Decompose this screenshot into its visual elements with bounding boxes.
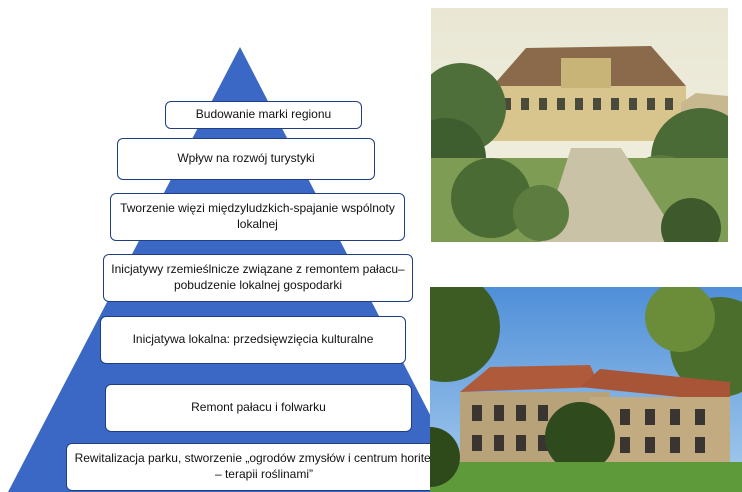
pyramid-level-7-label: Rewitalizacja parku, stworzenie „ogrodów… <box>74 451 454 481</box>
pyramid-level-5-label: Inicjatywa lokalna: przedsięwzięcia kult… <box>132 332 374 347</box>
pyramid-level-3-label: Tworzenie więzi międzyludzkich-spajanie … <box>120 201 395 231</box>
pyramid-level-1-label: Budowanie marki regionu <box>195 107 332 122</box>
palace-illustration-image <box>431 8 728 242</box>
pyramid-level-2: Wpływ na rozwój turystyki <box>117 138 375 180</box>
pyramid-level-4-label: Inicjatywy rzemieślnicze związane z remo… <box>111 262 405 292</box>
pyramid-level-6-label: Remont pałacu i folwarku <box>191 400 326 415</box>
pyramid-level-4: Inicjatywy rzemieślnicze związane z remo… <box>103 254 413 302</box>
palace-photo-image <box>430 287 742 492</box>
pyramid-level-7: Rewitalizacja parku, stworzenie „ogrodów… <box>66 443 462 491</box>
pyramid-level-2-label: Wpływ na rozwój turystyki <box>177 151 315 166</box>
pyramid-level-5: Inicjatywa lokalna: przedsięwzięcia kult… <box>100 316 406 364</box>
pyramid-level-3: Tworzenie więzi międzyludzkich-spajanie … <box>110 193 405 241</box>
pyramid-level-1: Budowanie marki regionu <box>165 101 362 129</box>
pyramid-level-6: Remont pałacu i folwarku <box>105 384 412 432</box>
